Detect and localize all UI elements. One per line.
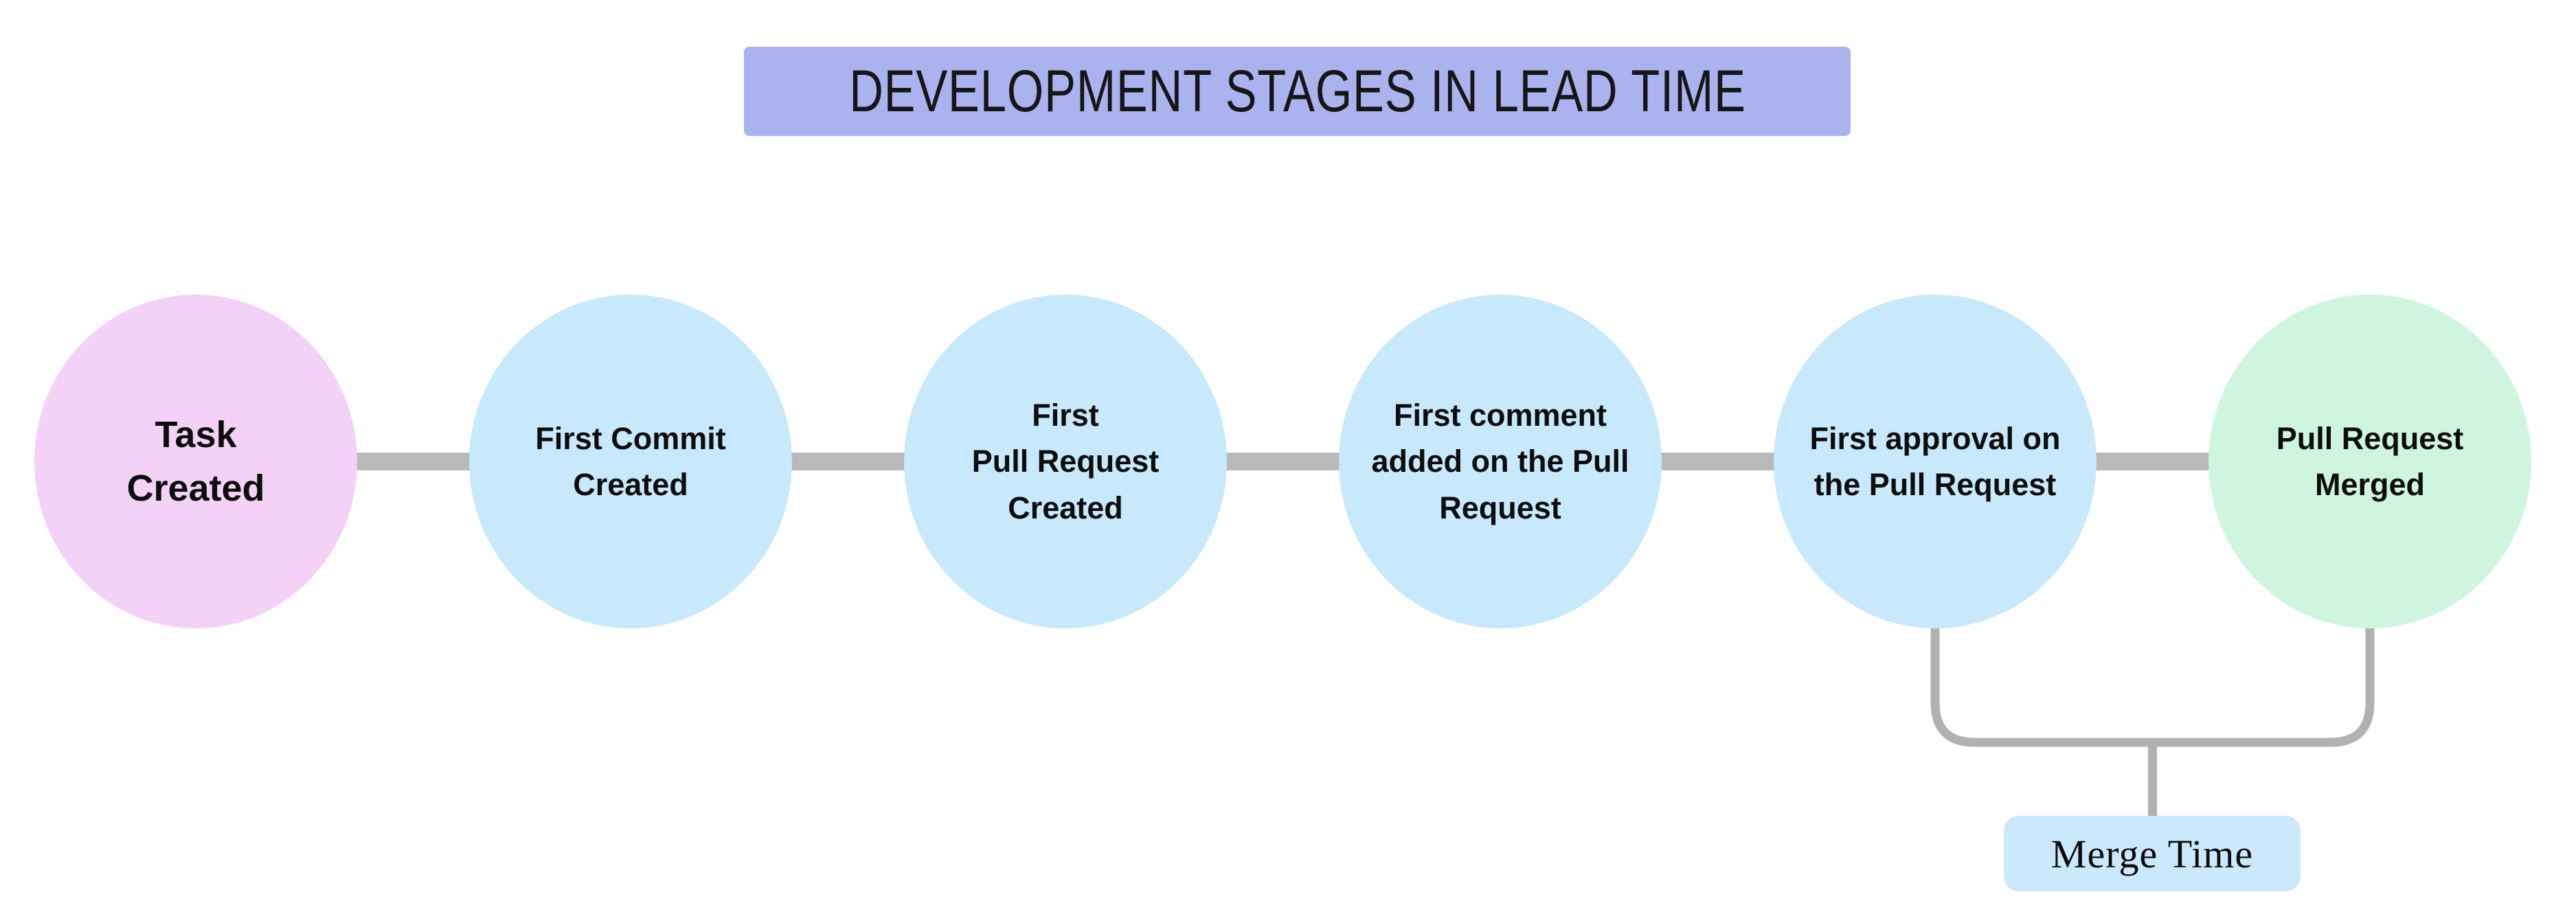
diagram-title: DEVELOPMENT STAGES IN LEAD TIME — [848, 58, 1746, 124]
stage-label-task-created: Task Created — [126, 413, 265, 509]
merge-time-label: Merge Time — [2050, 831, 2254, 876]
stage-label-first-pull-request-created: First Pull Request Created — [971, 397, 1160, 525]
stage-label-first-approval: First approval on the Pull Request — [1809, 420, 2061, 503]
merge-time-bracket — [1930, 622, 2375, 817]
stage-circle-first-approval: First approval on the Pull Request — [1774, 295, 2097, 628]
stage-circle-first-comment-added: First comment added on the Pull Request — [1339, 295, 1662, 628]
title-banner: DEVELOPMENT STAGES IN LEAD TIME — [744, 47, 1851, 136]
stage-circle-task-created: Task Created — [34, 295, 357, 628]
stage-label-first-comment-added: First comment added on the Pull Request — [1371, 397, 1629, 525]
merge-time-label-box: Merge Time — [2004, 816, 2301, 891]
stage-circle-first-commit-created: First Commit Created — [469, 295, 792, 628]
stage-circle-pull-request-merged: Pull Request Merged — [2208, 295, 2531, 628]
bracket-path — [1930, 622, 2375, 817]
stage-circle-first-pull-request-created: First Pull Request Created — [904, 295, 1227, 628]
stage-label-pull-request-merged: Pull Request Merged — [2276, 420, 2464, 503]
stage-label-first-commit-created: First Commit Created — [535, 420, 726, 503]
